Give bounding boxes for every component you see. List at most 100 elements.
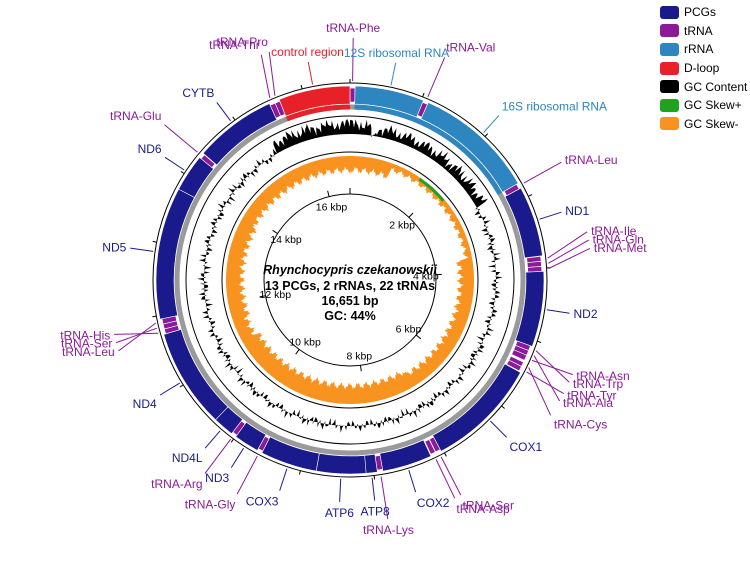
outer-tick <box>300 84 303 90</box>
legend-swatch <box>660 117 679 131</box>
leader-line <box>339 478 342 502</box>
outer-tick <box>180 171 185 175</box>
legend-label: PCGs <box>684 5 717 20</box>
gene-block <box>261 436 320 472</box>
gene-label: tRNA-Pro <box>217 35 269 49</box>
gene-label: tRNA-Phe <box>326 21 380 35</box>
leader-line <box>427 57 446 98</box>
legend-item: GC Content <box>660 77 750 96</box>
leader-line <box>483 115 500 133</box>
gene-block <box>163 328 229 421</box>
gene-label: control region <box>271 45 344 59</box>
leader-line <box>440 456 462 496</box>
gene-label: tRNA-Ser <box>61 337 112 351</box>
gene-label: ND4 <box>133 397 157 411</box>
gene-label: tRNA-Lys <box>363 523 414 537</box>
leader-line <box>118 322 156 352</box>
gene-block <box>278 85 351 117</box>
gene-label: ND1 <box>565 204 589 218</box>
inner-tick <box>408 212 414 218</box>
gc-skew-plus-track <box>418 177 445 202</box>
gene-label: CYTB <box>182 86 214 100</box>
gene-label: tRNA-Gln <box>593 232 644 246</box>
outer-tick <box>484 133 489 137</box>
leader-line <box>548 247 591 269</box>
gene-block <box>511 349 528 361</box>
gene-block <box>514 271 545 347</box>
scale-label: 8 kbp <box>346 350 372 362</box>
gene-label: COX2 <box>417 496 450 510</box>
inner-tick <box>360 365 362 372</box>
gene-label: tRNA-Leu <box>62 345 115 359</box>
leader-line <box>548 239 589 264</box>
legend-item: GC Skew- <box>660 115 750 134</box>
outer-tick <box>537 340 542 343</box>
leader-line <box>204 430 221 449</box>
gene-block <box>379 439 432 472</box>
gene-label: tRNA-Met <box>594 241 647 255</box>
scale-label: 2 kbp <box>389 220 415 232</box>
gene-label: ND6 <box>138 142 162 156</box>
gene-block <box>200 154 216 168</box>
scale-label: 10 kbp <box>289 336 321 348</box>
gc-skew-outer-circle <box>221 151 479 409</box>
inner-tick <box>295 349 300 355</box>
leader-line <box>307 61 314 85</box>
gene-label: ATP8 <box>361 505 390 519</box>
gene-label: tRNA-Ile <box>591 224 637 238</box>
gene-block <box>504 187 543 259</box>
gene-label: tRNA-Ala <box>563 396 613 410</box>
outer-tick <box>230 438 235 443</box>
outer-tick <box>232 116 236 121</box>
gene-label: tRNA-Trp <box>573 377 624 391</box>
legend-label: D-loop <box>684 61 720 76</box>
dloop-backbone-highlight <box>285 104 350 122</box>
gene-block <box>202 103 278 166</box>
legend-item: GC Skew+ <box>660 96 750 115</box>
leader-line <box>130 247 154 252</box>
scale-label: 16 kbp <box>316 201 348 213</box>
gc-content-outer-circle <box>185 115 515 445</box>
gene-block <box>315 452 367 475</box>
gene-block <box>178 157 214 198</box>
leader-line <box>204 438 232 474</box>
leader-line <box>539 211 562 220</box>
legend-item: PCGs <box>660 3 750 22</box>
legend-swatch <box>660 42 679 56</box>
leader-line <box>159 382 181 396</box>
inner-tick <box>259 295 266 298</box>
gene-block <box>349 87 356 103</box>
genome-length: 16,651 bp <box>322 294 379 308</box>
gene-block <box>432 363 521 452</box>
gene-label: ND4L <box>172 451 203 465</box>
gene-label: tRNA-Asp <box>456 502 510 516</box>
leader-line <box>116 327 158 344</box>
gene-label: tRNA-Ser <box>463 499 514 513</box>
gene-label: 16S ribosomal RNA <box>502 100 607 114</box>
leader-line <box>490 420 507 438</box>
leader-line <box>408 469 417 493</box>
legend-swatch <box>660 80 679 94</box>
gene-label: tRNA-Val <box>446 41 495 55</box>
leader-line <box>380 476 389 520</box>
legend-swatch <box>660 5 679 19</box>
leader-line <box>236 455 258 495</box>
legend-swatch <box>660 24 679 38</box>
gene-label: tRNA-Tyr <box>567 389 616 403</box>
outer-tick <box>444 452 447 457</box>
legend-label: GC Skew- <box>684 116 739 131</box>
leader-line <box>435 459 456 499</box>
scale-label: 6 kbp <box>396 324 422 336</box>
gene-label: 12S ribosomal RNA <box>344 46 449 60</box>
gene-block <box>420 102 519 193</box>
gene-block <box>235 421 267 451</box>
leader-line <box>268 51 276 96</box>
gene-block <box>155 188 196 320</box>
legend-label: GC Content <box>684 79 748 94</box>
leader-line <box>230 447 245 468</box>
feature-layer <box>155 85 545 475</box>
gene-block <box>527 266 543 273</box>
gene-block <box>506 359 522 372</box>
